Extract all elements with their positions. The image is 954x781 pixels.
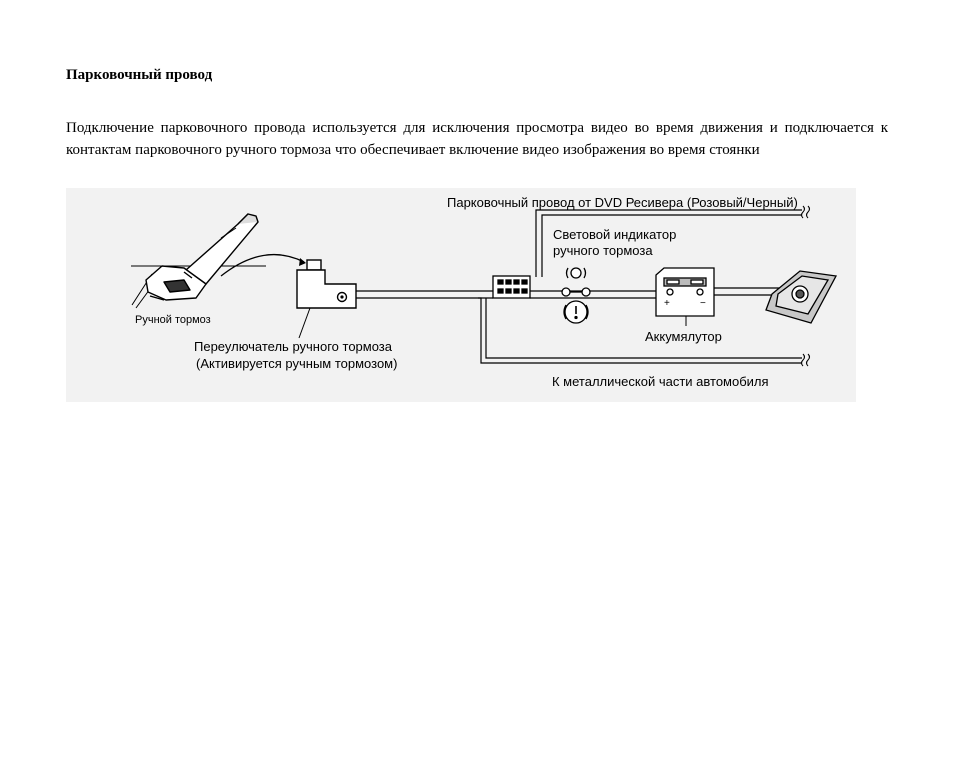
ground-label: К металлической части автомобиля bbox=[552, 374, 769, 389]
battery-icon: + − bbox=[655, 267, 715, 317]
chassis-ground-icon bbox=[765, 270, 838, 324]
brake-switch-icon bbox=[296, 259, 357, 309]
lever-rod bbox=[220, 253, 305, 277]
battery-label: Аккумялутор bbox=[645, 329, 722, 344]
indicator-label-line1: Световой индикатор bbox=[553, 227, 676, 242]
svg-text:−: − bbox=[700, 298, 706, 309]
hand-brake-lever-icon bbox=[131, 213, 266, 309]
section-heading: Парковочный провод bbox=[66, 67, 213, 83]
wire-connector-icon bbox=[492, 275, 531, 299]
rod-arrow-icon bbox=[299, 258, 306, 266]
parking-wire-diagram: + − Парковочный провод от DVD Ресивера (… bbox=[66, 188, 856, 402]
wiring bbox=[356, 209, 802, 364]
receiver-wire-label: Парковочный провод от DVD Ресивера (Розо… bbox=[447, 195, 798, 210]
hand-brake-label: Ручной тормоз bbox=[135, 314, 211, 326]
description-paragraph: Подключение парковочного провода использ… bbox=[66, 120, 888, 158]
svg-text:+: + bbox=[664, 298, 670, 309]
indicator-label-line2: ручного тормоза bbox=[553, 243, 653, 258]
switch-label-line2: (Активируется ручным тормозом) bbox=[196, 356, 397, 371]
brake-warning-lamp-icon bbox=[561, 267, 591, 324]
switch-label-line1: Переулючатель ручного тормоза bbox=[194, 339, 393, 354]
wire-break-marks bbox=[800, 205, 811, 367]
switch-label-pointer bbox=[298, 307, 311, 339]
